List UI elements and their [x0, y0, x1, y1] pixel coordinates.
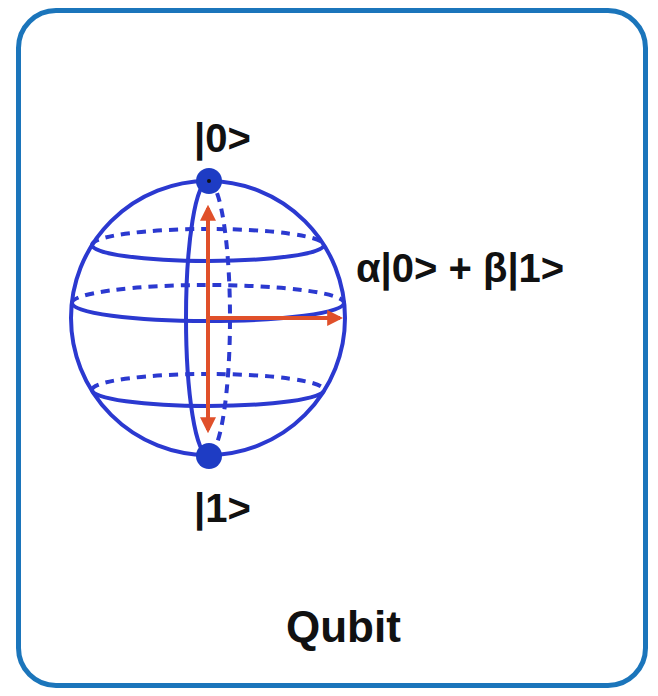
- state-label: |1>: [194, 488, 251, 528]
- pole-center: [207, 179, 211, 183]
- panel-box: Qubit: [16, 8, 648, 688]
- state-label: |0>: [194, 118, 251, 158]
- pole-dot: [196, 168, 222, 194]
- sphere-outline: [71, 181, 345, 455]
- state-label: α|0> + β|1>: [356, 248, 564, 288]
- state-arrow: [208, 316, 340, 320]
- pole-dot: [196, 443, 222, 469]
- panel-title: Qubit: [286, 605, 401, 649]
- meridian-front: [186, 181, 208, 455]
